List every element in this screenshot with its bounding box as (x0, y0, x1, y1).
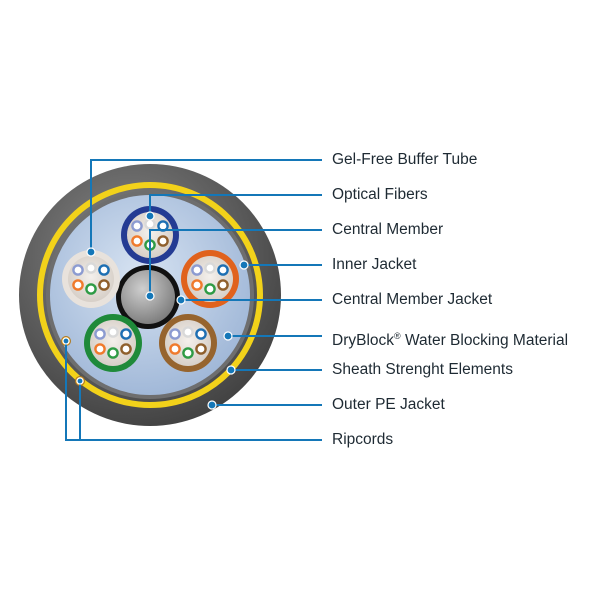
label-inner-jacket: Inner Jacket (332, 256, 417, 273)
leader-ripcords-a (65, 341, 322, 441)
optical-fiber (169, 328, 181, 340)
optical-fiber (204, 262, 216, 274)
label-sheath-strength: Sheath Strenght Elements (332, 361, 513, 378)
optical-fiber (195, 343, 207, 355)
buffer-tube-green (84, 314, 142, 372)
optical-fiber (191, 264, 203, 276)
optical-fiber (120, 343, 132, 355)
optical-fiber (72, 279, 84, 291)
optical-fiber (144, 218, 156, 230)
optical-fiber (107, 326, 119, 338)
optical-fiber (98, 264, 110, 276)
optical-fiber (85, 262, 97, 274)
optical-fiber (131, 220, 143, 232)
optical-fiber (217, 279, 229, 291)
optical-fiber (217, 264, 229, 276)
dryblock-rest: Water Blocking Material (400, 332, 569, 349)
leader-lines (65, 159, 322, 441)
sheath-strength-ring (37, 182, 263, 408)
optical-fiber (195, 328, 207, 340)
optical-fiber (107, 347, 119, 359)
optical-fiber (169, 343, 181, 355)
leader-central-member (149, 229, 322, 296)
optical-fiber (72, 264, 84, 276)
optical-fibers (72, 218, 229, 359)
optical-fiber (94, 328, 106, 340)
label-ripcords: Ripcords (332, 431, 394, 448)
optical-fiber (204, 283, 216, 295)
optical-fiber (157, 235, 169, 247)
label-gel-free-buffer-tube: Gel-Free Buffer Tube (332, 151, 478, 168)
optical-fiber (85, 283, 97, 295)
optical-fiber (94, 343, 106, 355)
optical-fiber (98, 279, 110, 291)
label-central-member-jacket: Central Member Jacket (332, 291, 493, 308)
leader-optical-fibers (149, 194, 322, 216)
label-optical-fibers: Optical Fibers (332, 186, 428, 203)
dryblock-brand: DryBlock (332, 332, 395, 349)
registered-mark: ® (394, 331, 401, 341)
optical-fiber (182, 347, 194, 359)
leader-dots (62, 211, 249, 410)
leader-gel-free-buffer-tube (90, 159, 322, 252)
buffer-tube-brown (159, 314, 217, 372)
optical-fiber (131, 235, 143, 247)
optical-fiber (120, 328, 132, 340)
label-dryblock: DryBlock® Water Blocking Material (332, 327, 568, 350)
optical-fiber (191, 279, 203, 291)
buffer-tube-white (62, 250, 120, 308)
label-central-member: Central Member (332, 221, 444, 238)
optical-fiber (182, 326, 194, 338)
label-outer-pe-jacket: Outer PE Jacket (332, 396, 445, 413)
